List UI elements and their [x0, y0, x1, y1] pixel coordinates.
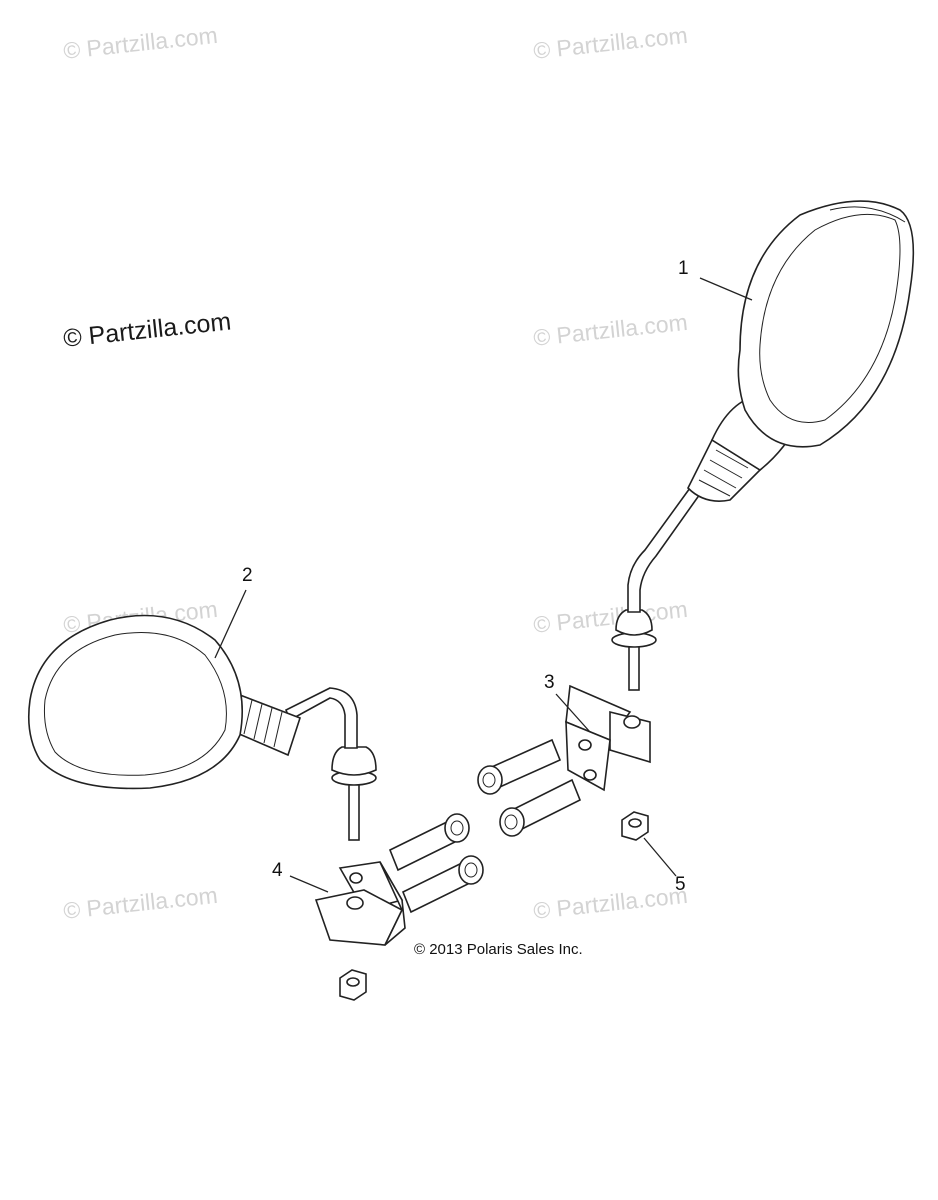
nut-right — [621, 811, 649, 841]
copyright-notice: © 2013 Polaris Sales Inc. — [414, 941, 583, 958]
leader-1 — [699, 277, 753, 301]
leader-5 — [643, 837, 677, 877]
bolt-lower-left — [401, 855, 484, 914]
callout-2: 2 — [242, 565, 253, 586]
callout-3: 3 — [544, 672, 555, 693]
leader-4 — [289, 875, 329, 893]
bolt-lower-right — [499, 778, 582, 837]
leader-3 — [555, 693, 591, 733]
leader-2 — [214, 589, 247, 659]
left-mirror — [27, 614, 377, 841]
callout-1: 1 — [678, 258, 689, 279]
bolt-upper-right — [477, 738, 562, 795]
right-clamp — [565, 684, 651, 792]
bolt-upper-left — [388, 813, 470, 872]
nut-left — [339, 969, 367, 1001]
left-clamp — [314, 861, 406, 946]
callout-5: 5 — [675, 874, 686, 895]
callout-4: 4 — [272, 860, 283, 881]
right-mirror — [611, 200, 915, 691]
